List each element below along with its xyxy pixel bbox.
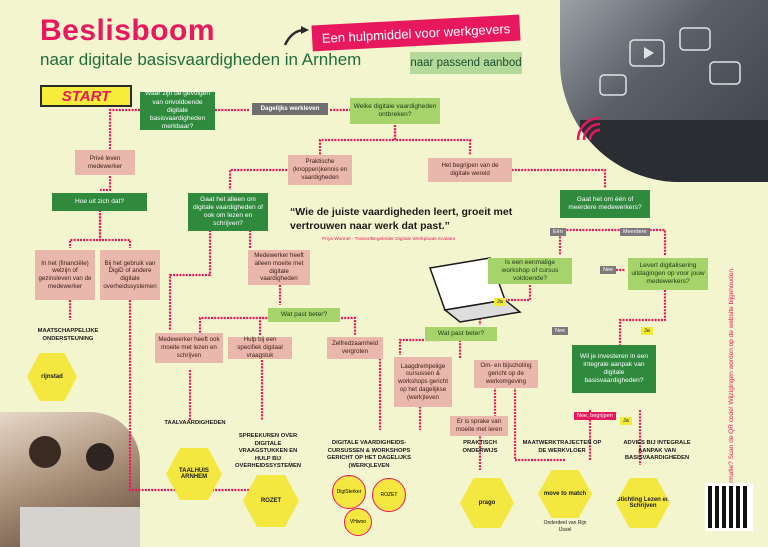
node-praktische-kennis: Praktische (knoppen)kennis en vaardighed…	[288, 155, 352, 185]
node-digid: Bij het gebruik van DigiD of andere digi…	[100, 250, 160, 300]
node-hulp-vraagstuk: Hulp bij een specifiek digitaal vraagstu…	[228, 336, 292, 359]
node-omscholing: Om- en bijscholing gericht op de werkomg…	[474, 360, 538, 388]
quote-source: Priya Wonnel - Trainer/Begeleider Digita…	[322, 237, 456, 242]
chip-dagelijks-werkleven: Dagelijks werkleven	[252, 103, 328, 115]
node-begrijpen: Het begrijpen van de digitale wereld	[428, 158, 512, 182]
question-eenmalig: Is een eenmalige workshop of cursus vold…	[488, 258, 572, 284]
outcome-taalvaardigheden: TAALVAARDIGHEDEN	[164, 420, 226, 426]
move-to-match-logo: move to match	[538, 470, 592, 518]
chip-nee-begrijpen: Nee, begrijpen	[574, 412, 616, 420]
node-levert-uitdagingen: Levert digitalisering uitdagingen op voo…	[628, 258, 708, 290]
question-uit: Hoe uit zich dat?	[52, 193, 147, 211]
rozet-logo-2: ROZET	[372, 478, 406, 512]
node-financieel-welzijn: In het (financiële) welzijn of gezinslev…	[35, 250, 95, 300]
node-ook-moeite: Medewerker heeft ook moeite met lezen en…	[155, 333, 223, 363]
outcome-praktisch-onderwijs: PRAKTISCH ONDERWIJS	[462, 440, 498, 454]
chip-nee-1: Nee	[600, 266, 617, 274]
question-past-beter-1: Wat past beter?	[268, 308, 340, 322]
wifi-icon	[576, 116, 601, 141]
node-laagdrempelig: Laagdrempelige cursussen & workshops ger…	[394, 357, 452, 407]
question-gevolgen: Waar zijn de gevolgen van onvoldoende di…	[140, 90, 215, 130]
node-zelfredzaamheid: Zelfredzaamheid vergroten	[327, 337, 383, 359]
vhwoo-logo: VHwoo	[344, 508, 372, 536]
question-past-beter-2: Wat past beter?	[425, 327, 497, 341]
chip-ja-2: Ja	[641, 327, 653, 335]
outcome-maatschappelijk: MAATSCHAPPELIJKE ONDERSTEUNING	[37, 328, 99, 342]
question-ontbreken: Welke digitale vaardigheden ontbreken?	[350, 98, 440, 124]
node-prive-leven: Privé leven medewerker	[75, 150, 135, 175]
qr-code[interactable]	[705, 483, 753, 531]
outcome-cursussen: DIGITALE VAARDIGHEIDS-CURSUSSEN & WORKSH…	[327, 440, 411, 469]
chip-meerdere: Meerdere	[620, 228, 650, 236]
digisterker-logo: DigiSterker	[332, 475, 366, 509]
start-badge: START	[40, 85, 132, 107]
page-subtitle: naar digitale basisvaardigheden in Arnhe…	[40, 50, 362, 69]
question-investeren: Wil je investeren in een integrale aanpa…	[572, 345, 656, 393]
chip-een: Eén	[550, 228, 566, 236]
question-alleen: Gaat het alleen om digitale vaardigheden…	[188, 193, 268, 231]
page-title: Beslisboom	[40, 14, 216, 47]
chip-ja-3: Ja	[620, 417, 632, 425]
node-alleen-moeite: Medewerker heeft alleen moeite met digit…	[248, 250, 310, 285]
chip-nee-2: Nee	[552, 327, 569, 335]
tagline-green: naar passend aanbod	[410, 52, 522, 74]
quote-text: “Wie de juiste vaardigheden leert, groei…	[290, 206, 513, 233]
chip-ja-1: Ja	[494, 298, 506, 306]
question-een-meerdere: Gaat het om één of meerdere medewerkers?	[560, 190, 650, 218]
move-to-match-subtitle: Onderdeel van Rijn IJssel	[543, 520, 587, 533]
students-photo	[0, 412, 140, 547]
outcome-spreekuren: SPREEKUREN OVER DIGITALE VRAAGSTUKKEN EN…	[234, 433, 302, 470]
outcome-advies: ADVIES BIJ INTEGRALE AANPAK VAN BASISVAA…	[623, 440, 691, 462]
outcome-maatwerk: MAATWERKTRAJECTEN OP DE WERKVLOER	[522, 440, 602, 454]
node-moeite-leren: Er is sprake van moeite met leren	[450, 416, 508, 436]
